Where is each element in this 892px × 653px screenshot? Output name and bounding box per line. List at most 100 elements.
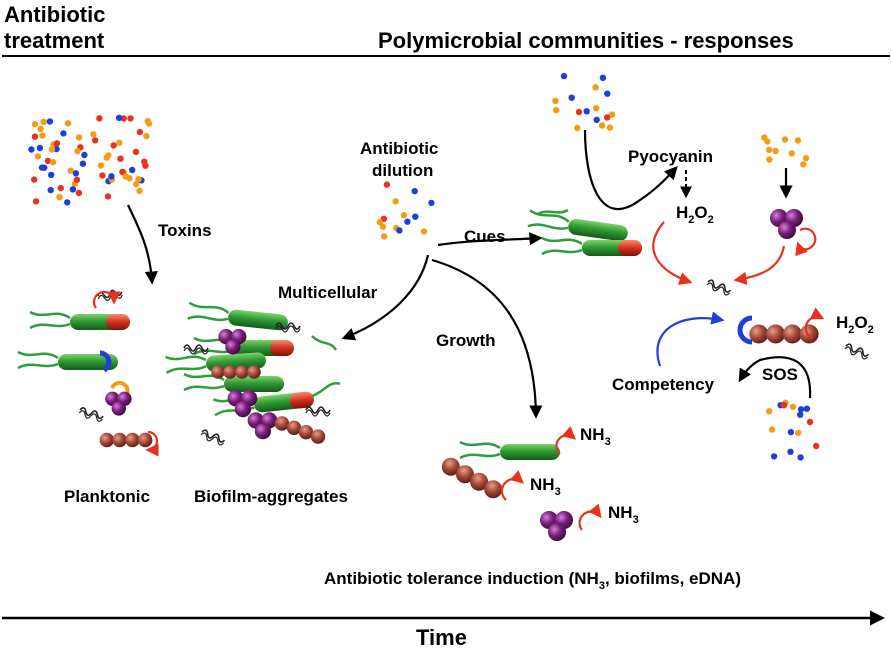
tolerance-label: Antibiotic tolerance induction (NH3, bio… [324,569,741,592]
antibiotic-dot [57,184,64,192]
antibiotic-dot [127,115,134,122]
antibiotic-dot [56,194,63,201]
antibiotic-dot [48,171,55,179]
antibiotic-dot [49,159,57,166]
antibiotic-particles-icon [761,134,810,168]
h2o2-label-right: H2O2 [836,313,874,336]
antibiotic-dot [404,218,411,225]
toxins-label: Toxins [158,221,212,240]
antibiotic-dot [60,130,67,137]
sos-arrow [738,356,812,399]
antibiotic-dot [593,116,600,124]
antibiotic-dot [381,233,388,240]
antibiotic-dot [37,125,44,132]
antibiotic-dot [72,170,80,177]
antibiotic-dot [36,144,44,152]
antibiotic-dot [800,161,807,168]
time-label: Time [416,625,467,650]
pyocyanin-label: Pyocyanin [628,147,713,166]
competency-label: Competency [612,375,715,394]
h2o2-label-top: H2O2 [676,203,714,226]
antibiotic-dot [144,117,151,125]
antibiotic-dot [575,108,583,116]
binding-protein-icon [99,350,112,373]
response-arrow [555,426,576,455]
streptococcus-chain-icon [99,432,153,448]
antibiotic-dot [766,408,773,415]
antibiotic-dot [115,114,123,122]
growth-arrow [431,258,543,419]
multicellular-label: Multicellular [278,283,378,302]
response-arrow [795,227,817,257]
antibiotic-dilution-line1: Antibiotic [360,139,438,158]
antibiotic-dot [44,157,52,165]
antibiotic-dot [797,454,804,461]
nh3-label-2: NH3 [530,475,561,498]
antibiotic-dot [73,176,81,183]
antibiotic-dot [781,136,789,143]
antibiotic-dot [96,115,103,122]
antibiotic-dot [420,228,428,235]
antibiotic-dot [797,406,805,413]
coccus-cluster-icon [770,209,803,239]
antibiotic-dot [129,166,136,174]
antibiotic-dot [117,155,124,162]
antibiotic-dot [795,429,802,437]
antibiotic-particles-icon [766,399,820,461]
antibiotic-dot [136,187,143,194]
antibiotic-dot [593,105,600,112]
competency-blue-arrow [656,311,725,367]
antibiotic-dot [608,111,616,118]
antibiotic-particles-icon [28,114,153,206]
antibiotic-dot [116,139,123,146]
antibiotic-dot [31,133,39,140]
response-arrow [500,470,524,501]
cues-label: Cues [464,227,506,246]
antibiotic-dot [770,453,778,460]
antibiotic-dot [48,146,56,153]
binding-protein-icon [737,315,753,345]
antibiotic-dot [592,84,599,91]
sos-label: SOS [762,365,798,384]
antibiotic-dot [81,151,88,159]
antibiotic-dot [766,156,773,163]
antibiotic-dot [105,152,112,159]
antibiotic-dot [794,137,802,144]
antibiotic-particles-icon [376,181,435,240]
antibiotic-dot [142,162,149,169]
antibiotic-dot [110,142,117,149]
antibiotic-dot [136,128,144,136]
antibiotic-dot [764,138,771,145]
antibiotic-dot [46,118,54,125]
antibiotic-dot [64,120,72,127]
bacillus-icon [28,310,132,332]
antibiotic-dot [803,405,811,412]
edna-icon [843,342,871,361]
response-arrow [804,307,825,339]
antibiotic-dot [133,180,140,188]
pyocyanin-arrow [583,129,678,211]
antibiotic-dot [813,442,820,450]
antibiotic-dot [376,219,383,226]
bacillus-icon [540,236,644,258]
planktonic-group [16,288,159,457]
growth-label: Growth [436,331,496,350]
toxins-arrow [127,204,158,285]
nh3-label-1: NH3 [580,425,611,448]
antibiotic-dot [135,175,142,183]
antibiotic-dot [560,72,568,80]
antibiotic-dot [39,132,46,139]
edna-icon [705,278,733,297]
antibiotic-dot [74,148,81,155]
antibiotic-dot [67,167,74,174]
antibiotic-dot [396,227,403,234]
antibiotic-dot [598,122,606,129]
planktonic-label: Planktonic [64,487,150,506]
header-right-title: Polymicrobial communities - responses [378,28,794,53]
antibiotic-dot [772,147,779,155]
antibiotic-dot [75,134,83,141]
antibiotic-dot [31,176,38,183]
response-arrow [578,503,602,531]
antibiotic-dot [53,140,61,147]
